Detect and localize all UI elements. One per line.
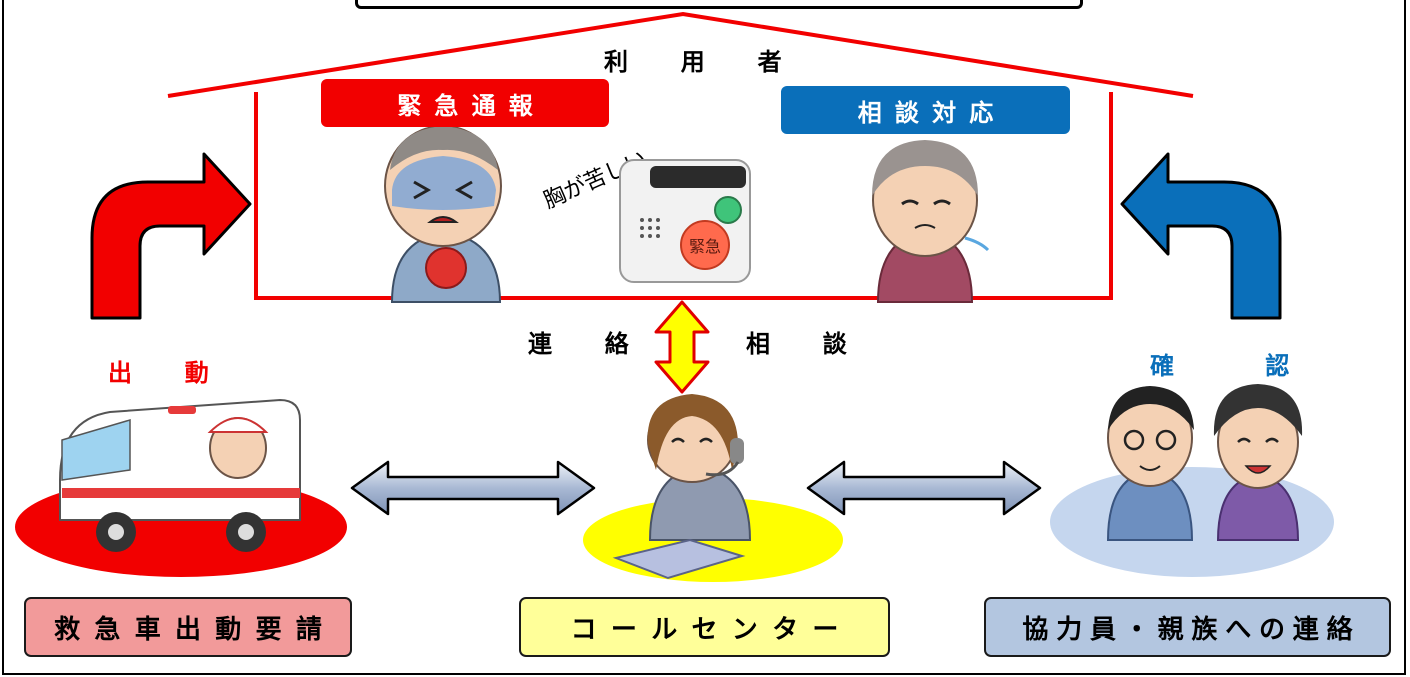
house-walls — [254, 92, 1113, 300]
call-center-box: コールセンター — [519, 597, 890, 657]
contacts-box: 協力員・親族への連絡 — [984, 597, 1391, 657]
emergency-call-label: 緊急通報 — [321, 79, 609, 127]
curved-arrow-up-right-icon — [90, 152, 252, 320]
double-arrow-right-icon — [806, 460, 1042, 516]
emergency-device-illustration — [619, 159, 751, 283]
title-box-fragment — [355, 0, 1083, 9]
confirm-label: 確 認 — [1150, 352, 1304, 380]
worried-woman-illustration — [872, 140, 990, 303]
consultation-label: 相談対応 — [781, 86, 1070, 134]
double-arrow-left-icon — [350, 460, 596, 516]
helpers-illustration — [1106, 384, 1303, 541]
curved-arrow-up-left-icon — [1120, 152, 1282, 320]
dispatch-label: 出 動 — [108, 359, 224, 387]
ambulance-request-box: 救急車出動要請 — [24, 597, 352, 657]
device-button-label: 緊急 — [689, 237, 721, 256]
contact-label: 連 絡 — [528, 330, 644, 358]
vertical-double-arrow-icon — [654, 300, 710, 394]
consult-arrow-label: 相 談 — [746, 330, 862, 358]
call-center-operator-illustration — [612, 394, 752, 580]
ambulance-illustration — [59, 398, 301, 552]
distressed-man-illustration — [384, 125, 502, 303]
house-roof — [167, 11, 1194, 98]
roof-label: 利 用 者 — [604, 48, 796, 76]
